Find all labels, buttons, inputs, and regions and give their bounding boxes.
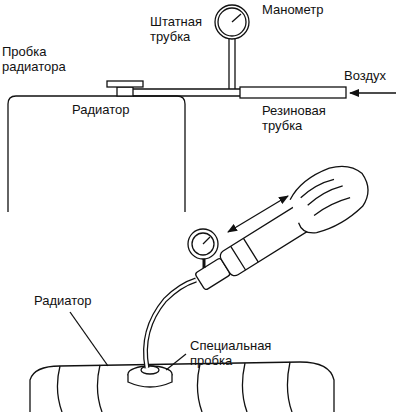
bottom-scheme [30, 153, 378, 412]
hand-pump [184, 153, 378, 303]
filler-neck [117, 87, 133, 96]
special-cap-side [128, 374, 172, 387]
label-tube: Штатная трубка [150, 14, 220, 44]
label-cap: Специальная пробка [190, 338, 290, 368]
label-gauge: Манометр [262, 2, 362, 17]
motion-arrow [228, 196, 288, 232]
hose [145, 280, 196, 368]
label-air: Воздух [344, 68, 398, 83]
leader-line [166, 354, 186, 370]
rubber-tube [240, 87, 346, 98]
hose-inner [145, 280, 196, 368]
leader-line [70, 312, 108, 366]
cap-fitting [141, 366, 159, 374]
pump-gauge [188, 229, 218, 259]
gauge-stem [229, 38, 235, 89]
air-arrow [350, 92, 396, 93]
pump-gauge-needle [203, 237, 210, 244]
radiator-body [8, 96, 185, 212]
label-radiator: Радиатор [34, 293, 114, 308]
radiator-tank [30, 362, 334, 412]
pressure-gauge [215, 5, 249, 39]
pump-gauge-dial [192, 233, 214, 255]
label-radiator: Радиатор [72, 102, 152, 117]
label-cap: Пробка радиатора [2, 44, 92, 74]
standard-tube [133, 89, 243, 96]
label-hose: Резиновая трубка [262, 103, 342, 133]
gauge-dial [218, 8, 246, 36]
gauge-needle [232, 14, 241, 22]
radiator-ribs [57, 362, 292, 412]
radiator-cap [107, 81, 143, 87]
